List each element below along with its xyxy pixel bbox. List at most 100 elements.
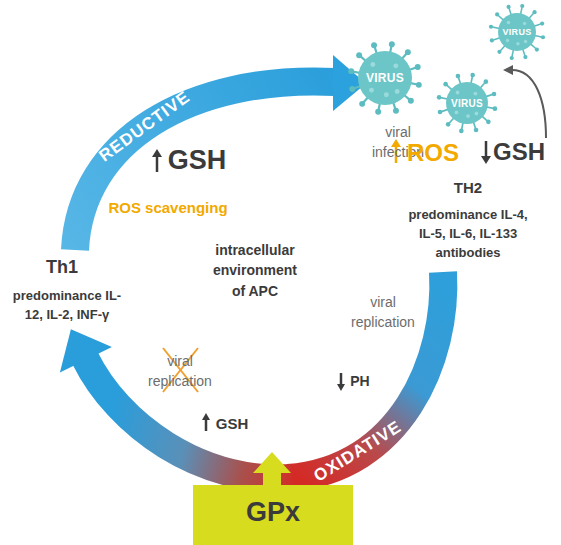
level-indicator: PH (350, 371, 369, 391)
cell-type-heading: TH2 (454, 177, 482, 199)
virus-spike (523, 55, 527, 59)
virus-spike (415, 64, 421, 70)
virus-spike (471, 77, 472, 84)
virus-spike (356, 52, 362, 58)
virus-spike (437, 95, 442, 100)
virus-spike (393, 108, 399, 114)
virus-spike (493, 38, 500, 40)
enzyme-box: GPx (193, 485, 353, 545)
virus-spike (416, 82, 422, 88)
virus-spike (523, 49, 525, 56)
level-indicator: ROS (407, 136, 459, 171)
center-label: intracellular environment of APC (208, 240, 303, 301)
virus-spike (506, 5, 510, 9)
virus-spike (512, 50, 513, 57)
process-note: ROS scavenging (108, 197, 227, 219)
virus-spike (541, 35, 545, 39)
virus-spike (443, 82, 448, 87)
virus-spike (462, 123, 463, 130)
virus-spike (480, 83, 485, 88)
process-note: viral replication (143, 351, 218, 392)
virus-spike (389, 41, 395, 47)
virus-spike (441, 98, 448, 99)
down-arrow (340, 373, 343, 385)
virus-spike (534, 24, 541, 26)
virus-spike (359, 101, 365, 107)
virus-body (498, 13, 536, 51)
virus-dot (370, 62, 375, 67)
virus-dot (506, 39, 509, 42)
enzyme-label: GPx (246, 497, 300, 528)
up-arrow (202, 413, 210, 420)
process-note: viral replication (346, 292, 421, 333)
virus-spike (474, 128, 479, 133)
virus-spike (509, 8, 511, 15)
virus-spike (487, 107, 494, 108)
virus-spike (500, 45, 505, 50)
virus-dot (524, 40, 527, 43)
band-label: OXIDATIVE (309, 415, 406, 489)
feedback-arrow (512, 70, 546, 138)
virus-dot (369, 88, 374, 93)
virus-body (358, 51, 412, 105)
virus-dot (395, 89, 400, 94)
virus-spike (493, 106, 498, 111)
virus-label: VIRUS (451, 98, 483, 109)
virus-spike (510, 56, 514, 60)
virus-spike (535, 47, 539, 51)
virus-spike (371, 42, 377, 48)
cell-type-heading: Th1 (46, 254, 78, 280)
virus-spike (459, 129, 464, 134)
virus-spike (530, 44, 535, 49)
virus-spike (447, 85, 452, 90)
virus-dot (456, 91, 460, 95)
virus-body (446, 82, 488, 124)
virus-spike (486, 120, 491, 125)
level-indicator: GSH (168, 141, 227, 180)
virus-dot (516, 42, 519, 45)
virus-spike (484, 79, 489, 84)
cytokine-list: predominance IL-12, IL-2, INF-γ (7, 287, 127, 325)
virus-dot (475, 112, 479, 116)
virus-spike (497, 50, 501, 54)
virus-spike (441, 109, 448, 111)
virus-spike (438, 110, 443, 115)
virus-spike (458, 77, 460, 84)
virus-spike (492, 92, 497, 97)
virus-spike (375, 109, 381, 115)
cytokine-list: predominance IL-4, IL-5, IL-6, IL-133 an… (404, 206, 532, 263)
down-arrow (337, 384, 345, 391)
virus-particle: VIRUS (435, 71, 499, 135)
virus-label: VIRUS (502, 27, 531, 37)
down-arrow (481, 156, 491, 164)
virus-particle: VIRUS (347, 40, 423, 116)
level-indicator: GSH (216, 413, 249, 435)
virus-spike (532, 10, 536, 14)
virus-dot (507, 21, 510, 24)
level-indicator: GSH (493, 135, 545, 170)
virus-spike (498, 15, 503, 20)
virus-spike (490, 38, 494, 42)
band-arrowhead (60, 329, 112, 372)
virus-spike (486, 94, 493, 96)
virus-spike (405, 49, 411, 55)
virus-spike (521, 7, 522, 14)
virus-spike (449, 118, 454, 123)
virus-dot (384, 92, 389, 97)
virus-spike (520, 4, 524, 8)
up-arrow (205, 419, 208, 431)
virus-spike (348, 68, 354, 74)
virus-spike (529, 13, 534, 18)
virus-spike (473, 122, 475, 129)
virus-spike (540, 21, 544, 25)
virus-spike (408, 98, 414, 104)
down-arrow (485, 141, 488, 157)
virus-spike (446, 122, 451, 127)
virus-spike (482, 116, 487, 121)
reductive-band (75, 81, 335, 250)
virus-dot (466, 114, 470, 118)
virus-spike (470, 73, 475, 78)
virus-dot (474, 92, 478, 96)
up-arrow (152, 149, 162, 157)
